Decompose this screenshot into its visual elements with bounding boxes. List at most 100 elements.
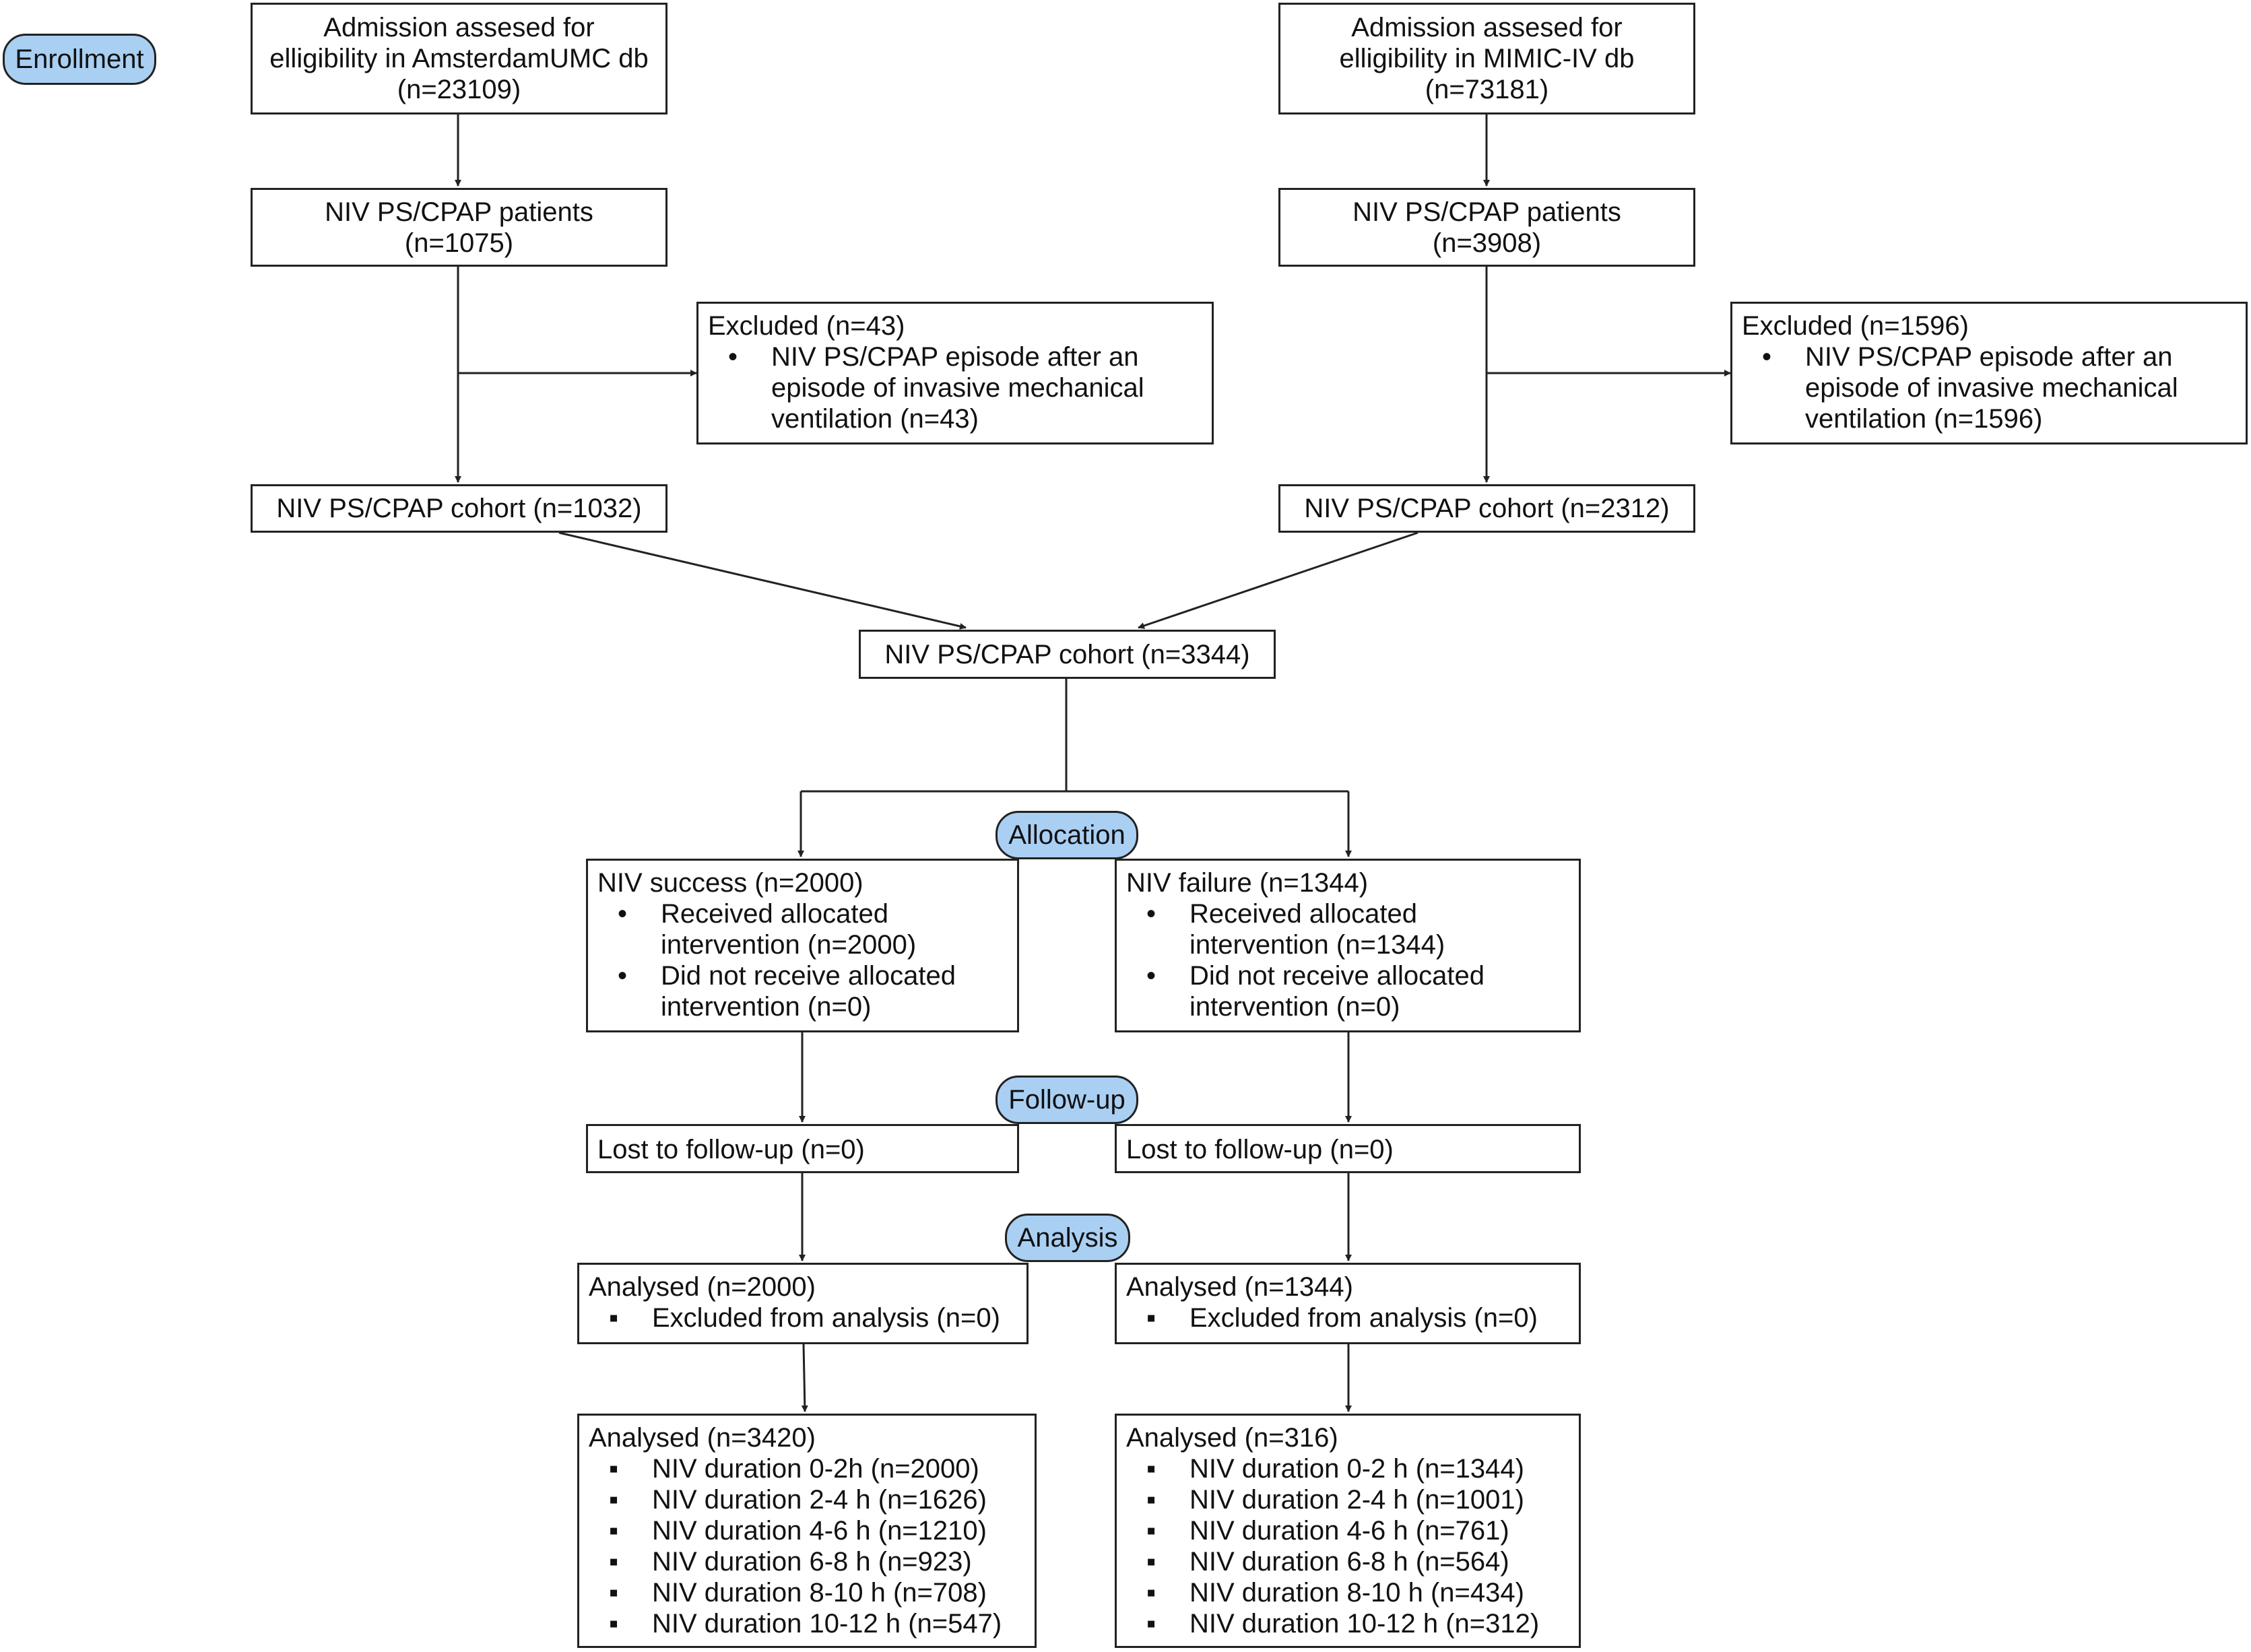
box-title: Analysed (n=3420) (589, 1423, 816, 1453)
arrow-analysed-to-duration-success (801, 1344, 808, 1412)
lost-success-box: Lost to follow-up (n=0) (586, 1124, 1019, 1173)
bullet-list: ▪ NIV duration 0-2 h (n=1344) ▪ NIV duratio… (1126, 1453, 1569, 1639)
list-item: ▪ NIV duration 8-10 h (n=708) (589, 1577, 1025, 1608)
list-item-text: NIV duration 4-6 h (n=1210) (652, 1516, 987, 1546)
list-item-text: Did not receive allocated (1189, 961, 1485, 991)
analysed-success-box: Analysed (n=2000)▪ Excluded from analysis… (577, 1263, 1029, 1344)
bullet-marker: ▪ (1146, 1609, 1156, 1639)
list-item-text: ventilation (n=43) (771, 404, 979, 434)
list-item-text: NIV PS/CPAP episode after an (771, 342, 1139, 372)
combined-cohort-label: NIV PS/CPAP cohort (n=3344) (884, 639, 1250, 669)
combined-cohort-box: NIV PS/CPAP cohort (n=3344) (859, 630, 1276, 679)
box-text-line: (n=23109) (397, 75, 521, 104)
bullet-marker: ▪ (609, 1454, 619, 1484)
bullet-marker: • (618, 961, 628, 991)
list-item-text: NIV duration 10-12 h (n=547) (652, 1609, 1002, 1639)
list-item-text: NIV duration 8-10 h (n=708) (652, 1578, 987, 1608)
stage-allocation: Allocation (996, 811, 1138, 859)
bullet-marker: ▪ (609, 1609, 619, 1639)
list-item-text: intervention (n=0) (661, 992, 872, 1022)
list-item-text: Excluded from analysis (n=0) (652, 1303, 1000, 1333)
list-item-text: intervention (n=1344) (1189, 930, 1445, 960)
box-title: NIV success (n=2000) (597, 868, 863, 898)
stage-enrollment: Enrollment (3, 34, 156, 85)
box-text-line: NIV PS/CPAP patients (1352, 197, 1621, 227)
list-item-text: NIV duration 0-2 h (n=1344) (1189, 1454, 1524, 1484)
list-item-text: NIV duration 6-8 h (n=564) (1189, 1547, 1509, 1577)
arrow-mimic-cohort-to-combined (1138, 531, 1418, 629)
stage-follow-up: Follow-up (996, 1076, 1138, 1124)
bullet-marker: ▪ (609, 1578, 619, 1608)
list-item-text: intervention (n=0) (1189, 992, 1400, 1022)
box-title: Analysed (n=2000) (589, 1272, 816, 1302)
bullet-marker: • (618, 899, 628, 929)
bullet-marker: ▪ (609, 1485, 619, 1515)
list-item: ▪ NIV duration 4-6 h (n=761) (1126, 1515, 1569, 1546)
bullet-marker: ▪ (609, 1303, 619, 1333)
bullet-marker: ▪ (609, 1547, 619, 1577)
list-item-text: episode of invasive mechanical (771, 373, 1144, 403)
box-text-line: elligibility in MIMIC-IV db (1339, 44, 1635, 73)
list-item: ▪NIV duration 0-2h (n=2000) (589, 1453, 1025, 1484)
list-item-text: NIV duration 4-6 h (n=761) (1189, 1516, 1509, 1546)
list-item: ▪ NIV duration 6-8 h (n=564) (1126, 1546, 1569, 1577)
list-item-text: intervention (n=2000) (661, 930, 917, 960)
bullet-list: ▪ Excluded from analysis (n=0) (589, 1302, 1017, 1333)
analysed-failure-box: Analysed (n=1344)▪Excluded from analysis… (1115, 1263, 1581, 1344)
box-text-line: (n=73181) (1425, 75, 1549, 104)
list-item-text: NIV PS/CPAP episode after an (1805, 342, 2173, 372)
line-combined-split (801, 679, 1068, 793)
list-item: ▪Excluded from analysis (n=0) (1126, 1302, 1569, 1333)
bullet-marker: ▪ (1146, 1485, 1156, 1515)
arrow-amsterdam-cohort-to-combined (558, 531, 967, 630)
duration-success-box: Analysed (n=3420)▪NIV duration 0-2h (n=2… (577, 1414, 1037, 1648)
list-item: ▪ NIV duration 10-12 h (n=312) (1126, 1608, 1569, 1639)
box-title: Excluded (n=1596) (1742, 311, 1969, 341)
bullet-list: ▪Excluded from analysis (n=0) (1126, 1302, 1569, 1333)
box-text-line: Admission assesed for (1351, 13, 1623, 42)
list-item: ▪ NIV duration 10-12 h (n=547) (589, 1608, 1025, 1639)
bullet-marker: • (728, 342, 738, 372)
bullet-marker: ▪ (1146, 1578, 1156, 1608)
amsterdam-excluded-box: Excluded (n=43)•NIV PS/CPAP episode afte… (696, 302, 1214, 444)
amsterdam-cohort-box: NIV PS/CPAP cohort (n=1032) (251, 484, 667, 533)
lost-success-label: Lost to follow-up (n=0) (597, 1135, 865, 1164)
list-item-text: episode of invasive mechanical (1805, 373, 2178, 403)
bullet-marker: ▪ (1146, 1547, 1156, 1577)
list-item-text: NIV duration 2-4 h (n=1626) (652, 1485, 987, 1515)
bullet-marker: • (1146, 899, 1156, 929)
list-item: ▪ Excluded from analysis (n=0) (589, 1302, 1017, 1333)
box-text-line: NIV PS/CPAP patients (325, 197, 593, 227)
list-item-text: Received allocated (1189, 899, 1417, 929)
mimic-patients-box: NIV PS/CPAP patients(n=3908) (1278, 188, 1695, 267)
list-item-text: NIV duration 8-10 h (n=434) (1189, 1578, 1524, 1608)
lost-failure-label: Lost to follow-up (n=0) (1126, 1135, 1394, 1164)
mimic-cohort-label: NIV PS/CPAP cohort (n=2312) (1304, 494, 1670, 523)
list-item: ▪ NIV duration 2-4 h (n=1626) (589, 1484, 1025, 1515)
mimic-excluded-box: Excluded (n=1596)•NIV PS/CPAP episode af… (1730, 302, 2248, 444)
list-item: ▪NIV duration 6-8 h (n=923) (589, 1546, 1025, 1577)
bullet-marker: • (1146, 961, 1156, 991)
duration-failure-box: Analysed (n=316) ▪ NIV duration 0-2 h (n=1… (1115, 1414, 1581, 1648)
list-item-text: NIV duration 10-12 h (n=312) (1189, 1609, 1540, 1639)
box-title: Analysed (n=316) (1126, 1423, 1338, 1453)
box-title: NIV failure (n=1344) (1126, 868, 1369, 898)
box-title: Analysed (n=1344) (1126, 1272, 1353, 1302)
bullet-list: ▪NIV duration 0-2h (n=2000)▪NIV duration… (589, 1453, 1025, 1639)
list-item: ▪NIV duration 4-6 h (n=1210) (589, 1515, 1025, 1546)
box-text-line: Admission assesed for (323, 13, 595, 42)
bullet-marker: ▪ (1146, 1516, 1156, 1546)
